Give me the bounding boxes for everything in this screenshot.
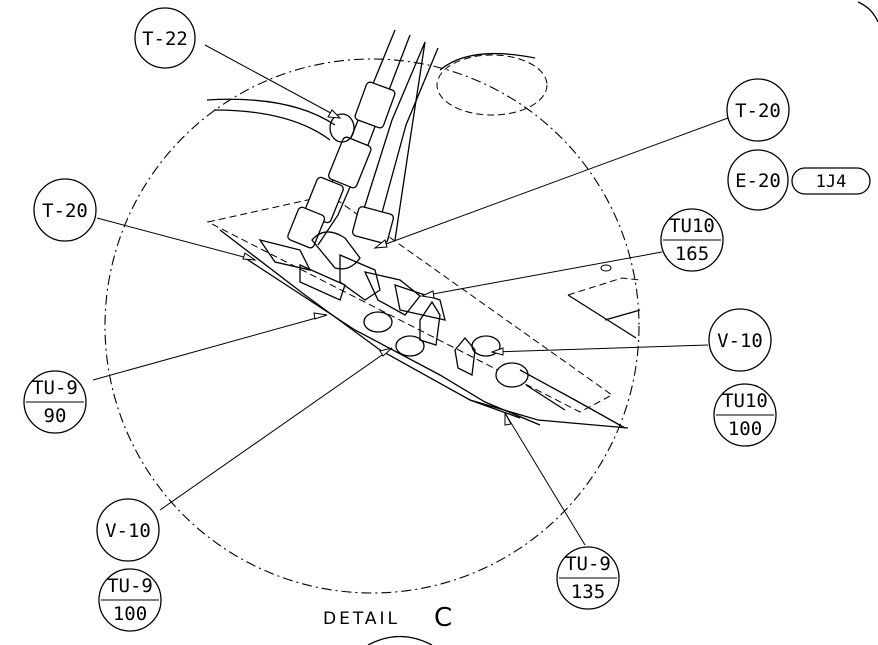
callout-t22[interactable]: T-22: [134, 7, 196, 69]
callout-t22-label: T-22: [142, 28, 188, 50]
callout-e20[interactable]: E-20 1J4: [727, 149, 871, 211]
detail-title-bubble-top: [367, 635, 433, 645]
callout-tu10-100[interactable]: TU10 100: [713, 383, 777, 447]
tube-vertical-3: [394, 41, 426, 241]
valve-right: [454, 335, 529, 388]
tube-vertical-2: [361, 41, 426, 216]
callout-t20-left[interactable]: T-20: [33, 178, 97, 242]
callout-tu9-100[interactable]: TU-9 100: [98, 568, 162, 632]
callout-v10-right-label: V-10: [717, 330, 763, 352]
callout-tu10-165-bottom: 165: [675, 243, 709, 265]
tube-top-left-b: [213, 109, 331, 141]
fitting-group-top: [287, 81, 396, 249]
tray-inner-line: [219, 229, 521, 419]
callout-tu10-100-top: TU10: [722, 390, 768, 412]
tray-bottom-line: [469, 399, 629, 429]
callout-tu9-100-bottom: 100: [113, 603, 147, 625]
dashed-ellipse-top: [436, 54, 548, 116]
callout-e20-label: E-20: [735, 170, 781, 192]
tray-outline: [206, 194, 613, 413]
frame-dashed-right: [567, 277, 641, 296]
callout-tu9-100-top: TU-9: [107, 575, 153, 597]
partial-circle-fragment: [857, 1, 878, 23]
callout-tu10-100-bottom: 100: [728, 418, 762, 440]
detail-boundary-circle: [104, 58, 640, 594]
valve-left: [363, 300, 441, 357]
callout-tu9-90-top: TU-9: [32, 377, 78, 399]
frame-line-right: [567, 294, 637, 339]
tube-top-left: [206, 98, 336, 126]
callout-tu9-135-bottom: 135: [571, 581, 605, 603]
leader-lines: [92, 44, 729, 546]
callout-t20-right-label: T-20: [735, 100, 781, 122]
detail-title: DETAIL C: [323, 603, 452, 645]
frame-line-right-2: [604, 309, 641, 321]
callout-tu10-165-top: TU10: [669, 215, 715, 237]
callout-tu9-135[interactable]: TU-9 135: [556, 546, 620, 610]
callout-t20-right[interactable]: T-20: [726, 78, 790, 142]
small-hole: [600, 264, 612, 272]
ellipse-arc-top: [439, 52, 536, 71]
tee-fittings: [258, 231, 446, 321]
arrowheads: [242, 109, 512, 426]
detail-title-label: DETAIL: [323, 609, 400, 629]
callout-tu9-90-bottom: 90: [44, 405, 67, 427]
callout-tu9-90[interactable]: TU-9 90: [23, 370, 87, 434]
callout-e20-tag: 1J4: [816, 172, 847, 192]
callout-tu10-165[interactable]: TU10 165: [660, 208, 724, 272]
detail-title-letter: C: [434, 603, 452, 633]
tube-vertical-2b: [379, 47, 439, 221]
tube-lower-right: [519, 369, 626, 429]
callout-tu9-135-top: TU-9: [565, 553, 611, 575]
callout-v10-right[interactable]: V-10: [708, 308, 772, 372]
callout-v10-left-label: V-10: [105, 520, 151, 542]
tube-lower-right-b: [525, 384, 566, 411]
callout-t20-left-label: T-20: [42, 200, 88, 222]
callout-v10-left[interactable]: V-10: [96, 498, 160, 562]
